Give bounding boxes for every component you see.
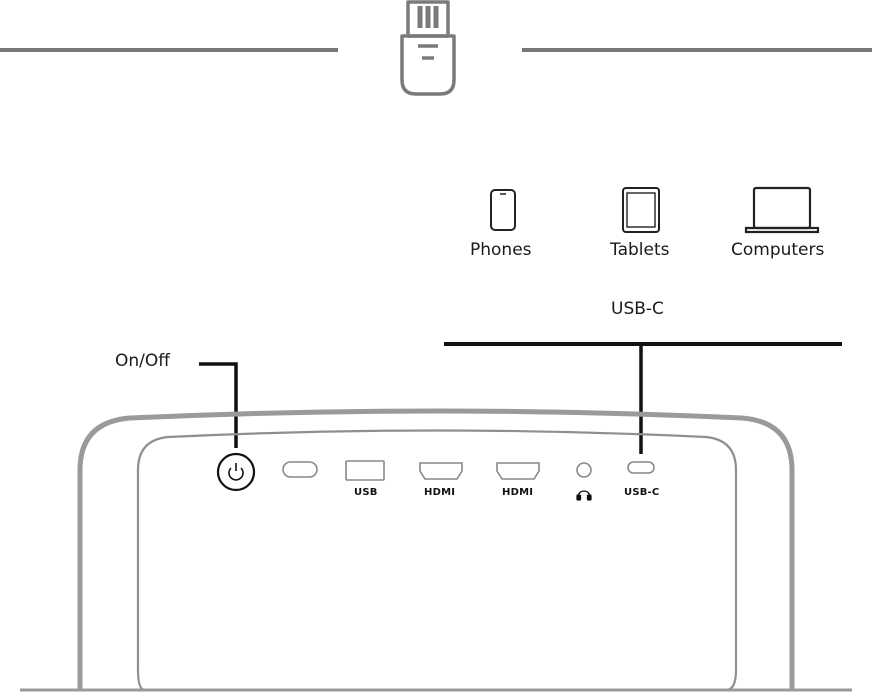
projector-panel-outline: [136, 429, 738, 692]
power-icon: [228, 463, 244, 481]
usbc-connection-label: USB-C: [611, 299, 664, 319]
headphone-icon: [576, 490, 592, 501]
tablet-icon: [622, 187, 660, 233]
device-label-phones: Phones: [470, 240, 532, 260]
laptop-icon: [744, 186, 820, 234]
hdmi-port-2[interactable]: [496, 462, 540, 480]
headphone-jack[interactable]: [576, 462, 592, 478]
port-label-hdmi-2: HDMI: [502, 487, 534, 498]
power-button[interactable]: [216, 452, 256, 492]
port-label-usb: USB: [354, 487, 378, 498]
usb-port[interactable]: [345, 460, 385, 481]
hdmi-port-1[interactable]: [419, 462, 463, 480]
port-label-usbc: USB-C: [624, 487, 660, 498]
power-callout-line: [199, 362, 238, 448]
port-label-hdmi-1: HDMI: [424, 487, 456, 498]
device-label-computers: Computers: [731, 240, 825, 260]
power-label: On/Off: [115, 351, 170, 371]
phone-icon: [490, 189, 516, 231]
ir-sensor: [282, 461, 318, 478]
device-label-tablets: Tablets: [610, 240, 670, 260]
usbc-port[interactable]: [627, 461, 655, 474]
usb-dongle-icon: [400, 0, 456, 96]
projector-body-outline: [77, 408, 795, 690]
